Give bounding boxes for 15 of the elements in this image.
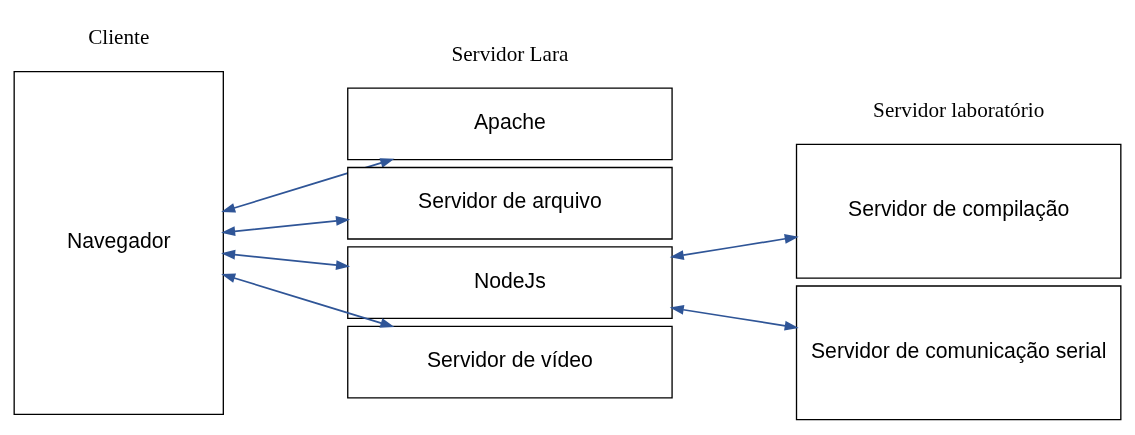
arrow [221,249,351,270]
arrow [221,216,351,237]
arrow [669,234,799,260]
node-box: Servidor de comunicação serial [795,285,1122,421]
node-box: Servidor de arquivo [347,166,673,240]
label: Cliente [88,25,150,50]
arrow [669,304,799,331]
arrow [221,273,395,328]
node-box: NodeJs [347,246,673,320]
label: Servidor laboratório [873,97,1045,122]
node-box: Servidor de compilação [795,143,1122,279]
node-box: Servidor de vídeo [347,325,673,399]
node-box: Apache [347,87,673,161]
label: Servidor Lara [451,42,569,67]
node-box: Navegador [13,70,224,416]
